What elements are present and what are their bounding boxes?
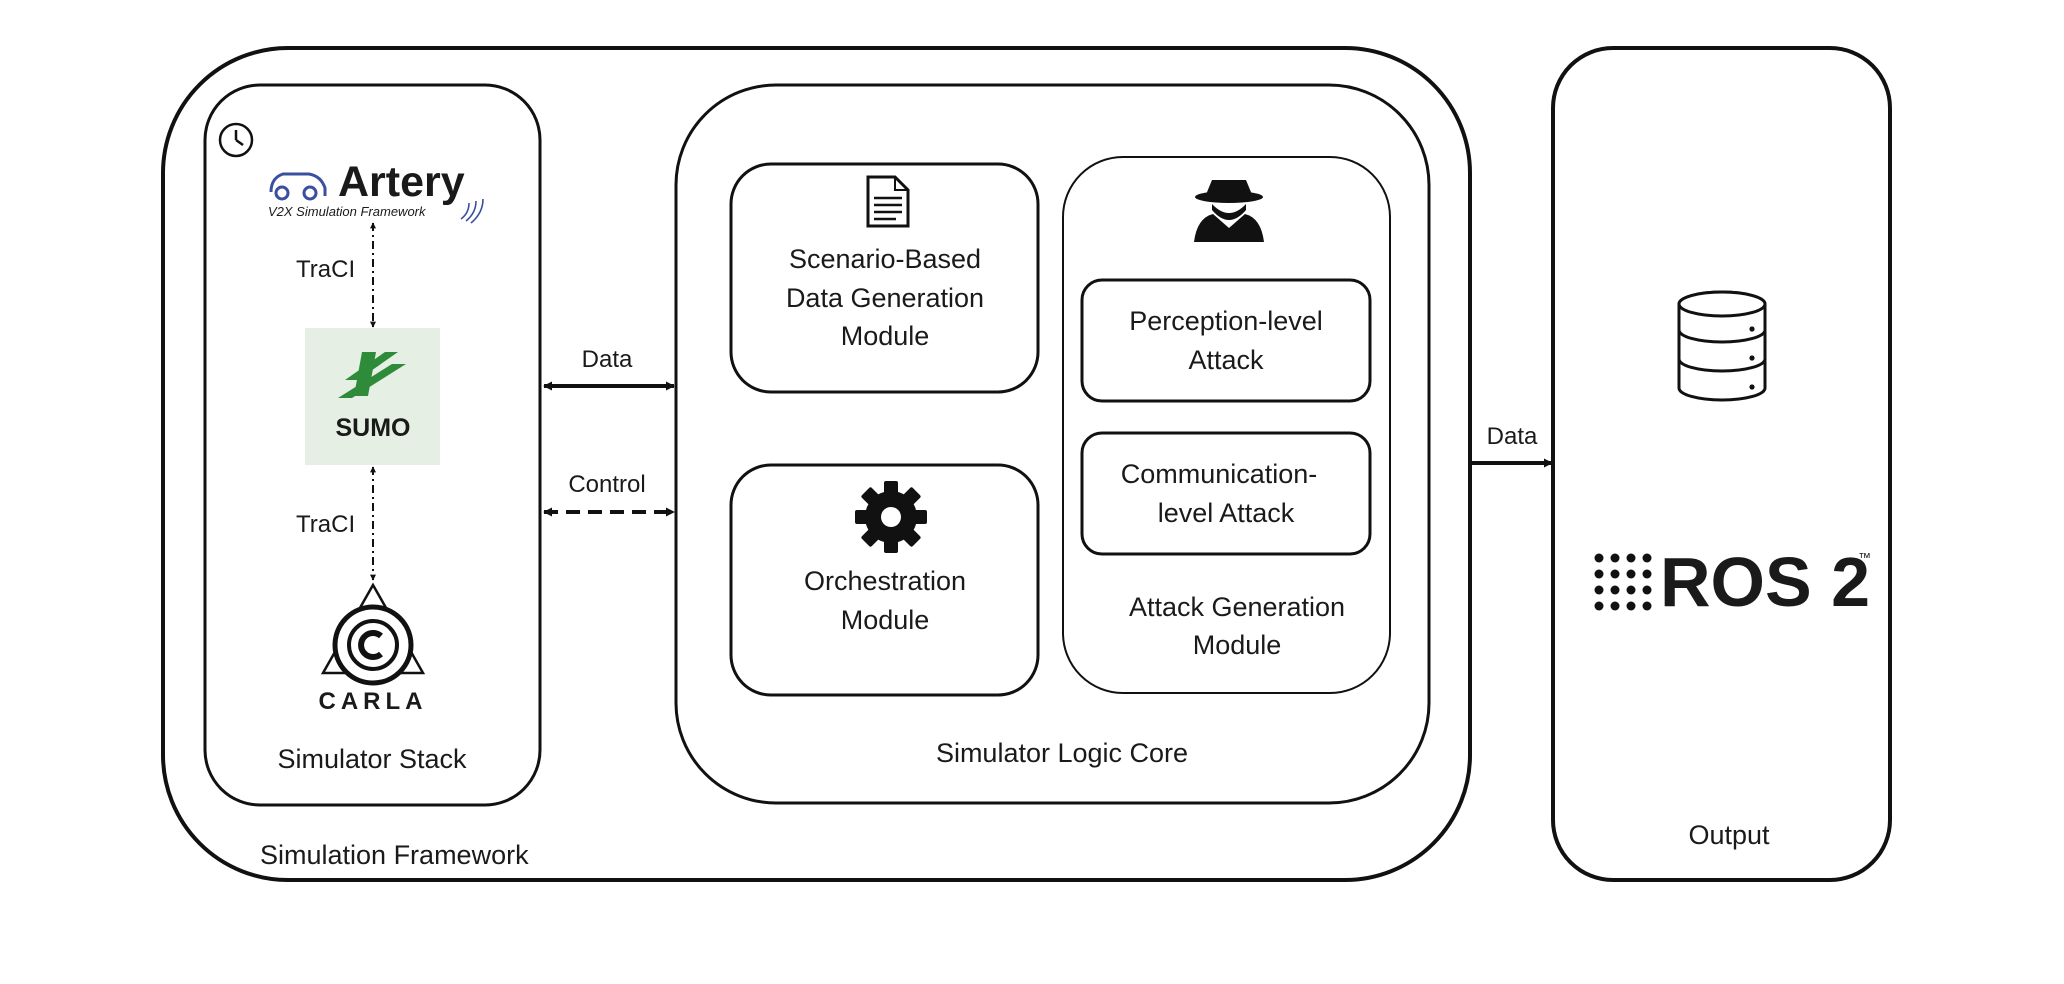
clock-icon: [218, 122, 254, 158]
communication-attack-line1: Communication-: [1121, 459, 1318, 489]
simulator-logic-core-frame: [674, 83, 1431, 805]
artery-tagline: V2X Simulation Framework: [268, 204, 427, 219]
traci-label-top: TraCI: [296, 256, 355, 283]
perception-attack-line2: Attack: [1188, 345, 1264, 375]
orchestration-module-box: [729, 463, 1040, 697]
traci-label-bottom: TraCI: [296, 511, 355, 538]
signal-waves-icon: [460, 198, 484, 224]
scenario-module-box: [729, 162, 1040, 394]
ros2-trademark: ™: [1858, 550, 1871, 565]
scenario-module-line1: Scenario-Based: [789, 244, 981, 274]
ros-dots-icon: [1594, 553, 1652, 611]
scenario-module-line3: Module: [841, 321, 930, 351]
simulator-stack-label: Simulator Stack: [277, 744, 467, 774]
car-icon: [269, 172, 327, 201]
data-edge-label: Data: [582, 346, 633, 373]
attack-generation-module-box: [1062, 156, 1391, 694]
gear-icon: [855, 481, 927, 553]
artery-name: Artery: [338, 158, 465, 206]
hacker-icon: [1194, 180, 1264, 242]
perception-attack-box: [1080, 278, 1372, 403]
carla-logo: CARLA: [319, 582, 428, 715]
sumo-name: SUMO: [336, 414, 411, 442]
simulator-logic-core-label: Simulator Logic Core: [936, 738, 1188, 768]
output-label: Output: [1688, 820, 1770, 850]
orchestration-module-line2: Module: [841, 605, 930, 635]
perception-attack-line1: Perception-level: [1129, 306, 1323, 336]
document-icon: [866, 175, 910, 228]
output-frame: [1551, 46, 1892, 882]
attack-generation-line2: Module: [1193, 630, 1282, 660]
communication-attack-line2: level Attack: [1158, 498, 1295, 528]
attack-generation-line1: Attack Generation: [1129, 592, 1345, 622]
control-edge-label: Control: [568, 471, 645, 498]
ros2-logo: ROS 2 ™: [1594, 543, 1871, 621]
simulator-stack-frame: [203, 83, 542, 807]
communication-attack-box: [1080, 431, 1372, 556]
sumo-logo: SUMO: [305, 328, 440, 465]
database-icon: [1677, 290, 1767, 402]
output-data-label: Data: [1487, 423, 1538, 450]
simulation-framework-label: Simulation Framework: [260, 840, 529, 870]
carla-name: CARLA: [319, 688, 428, 715]
sumo-mark-icon: [338, 352, 406, 398]
orchestration-module-line1: Orchestration: [804, 566, 966, 596]
ros2-wordmark: ROS 2: [1660, 543, 1870, 621]
simulation-framework-frame: [161, 46, 1472, 882]
scenario-module-line2: Data Generation: [786, 283, 984, 313]
artery-logo: Artery V2X Simulation Framework: [268, 158, 484, 224]
